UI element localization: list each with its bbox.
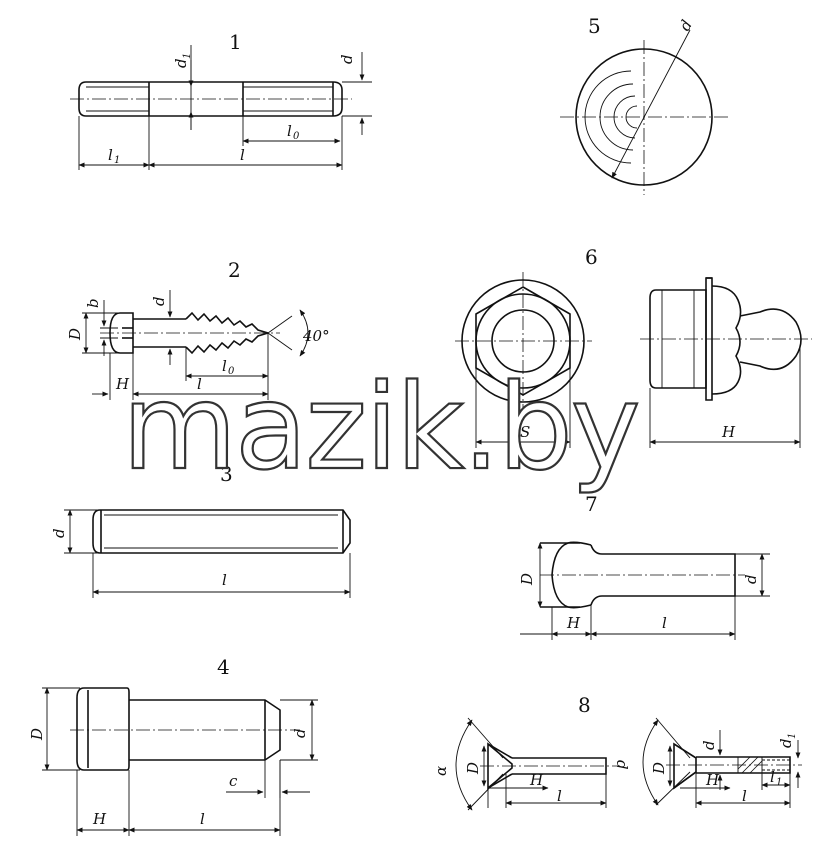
figure-8-H-label: H [529, 771, 544, 789]
figure-1-stud: 1 d 1 d l 0 [70, 30, 372, 170]
figure-6-H-label: H [721, 423, 736, 441]
figure-8-D-label: D [464, 762, 482, 775]
svg-text:d: d [777, 738, 795, 748]
figure-2-l0-label: l 0 [222, 357, 235, 377]
figure-8-number: 8 [578, 693, 591, 717]
figure-2-D-label: D [66, 328, 84, 341]
svg-text:l: l [222, 357, 227, 375]
figure-8-l1-label: l 1 [770, 768, 782, 788]
figure-1-d-label: d [338, 54, 356, 64]
figure-4-c-label: c [229, 772, 238, 790]
figure-2-l-label: l [197, 375, 202, 393]
figure-8-d-label: d [700, 740, 718, 750]
figure-7-H-label: H [566, 614, 581, 632]
figure-3-d-label: d [50, 528, 68, 538]
figure-5-number: 5 [588, 14, 601, 38]
figure-6-nipple: 6 S H [455, 245, 812, 448]
figure-7-D-label: D [518, 573, 536, 586]
svg-text:0: 0 [228, 366, 235, 377]
figure-4-l-label: l [200, 810, 205, 828]
figure-4-D-label: D [28, 728, 46, 741]
svg-text:1: 1 [114, 155, 120, 166]
svg-text:l: l [108, 146, 113, 164]
figure-4-head-pin: 4 D d c H l [28, 655, 318, 836]
svg-text:1: 1 [787, 733, 798, 739]
svg-text:l: l [770, 768, 775, 786]
figure-7-l-label: l [662, 614, 667, 632]
figure-6-S-label: S [520, 423, 530, 441]
figure-2-H-label: H [115, 375, 130, 393]
svg-text:d: d [172, 58, 190, 68]
figure-4-d-label: d [291, 728, 309, 738]
figure-1-d1-label: d 1 [172, 53, 193, 68]
svg-text:0: 0 [293, 131, 300, 142]
figure-5-button: 5 d [560, 14, 728, 195]
figure-7-number: 7 [585, 492, 598, 516]
svg-text:1: 1 [776, 777, 782, 788]
figure-1-l0-label: l 0 [287, 122, 300, 142]
figure-8-H-right-label: H [705, 771, 720, 789]
figure-8-l-right-label: l [742, 787, 747, 805]
figure-3-l-label: l [222, 571, 227, 589]
figure-8-d-right-label: d [613, 760, 631, 770]
figure-3-number: 3 [220, 462, 233, 486]
figure-1-l1-label: l 1 [108, 146, 120, 166]
figure-2-number: 2 [228, 258, 241, 282]
figure-1-l-label: l [240, 146, 245, 164]
figure-8-countersunk: 8 α D d H l [432, 693, 802, 811]
figure-1-number: 1 [229, 30, 242, 54]
figure-4-H-label: H [92, 810, 107, 828]
figure-8-alpha-label: α [432, 766, 450, 776]
figure-2-screw: 2 D b d 40° l [66, 258, 330, 400]
figure-8-l-label: l [557, 787, 562, 805]
figure-7-rivet: 7 D d H l [518, 492, 770, 640]
figure-4-number: 4 [217, 655, 230, 679]
figure-5-d-label: d [676, 17, 696, 34]
figure-3-pin: 3 d l [50, 462, 351, 598]
figure-7-d-label: d [742, 574, 760, 584]
figure-2-d-label: d [150, 296, 168, 306]
figure-8-D-right-label: D [650, 762, 668, 775]
figure-2-angle-label: 40° [302, 327, 330, 345]
figure-2-b-label: b [84, 298, 102, 308]
figure-6-number: 6 [585, 245, 598, 269]
svg-text:l: l [287, 122, 292, 140]
figure-8-d1-label: d 1 [777, 733, 798, 748]
svg-text:1: 1 [182, 53, 193, 59]
